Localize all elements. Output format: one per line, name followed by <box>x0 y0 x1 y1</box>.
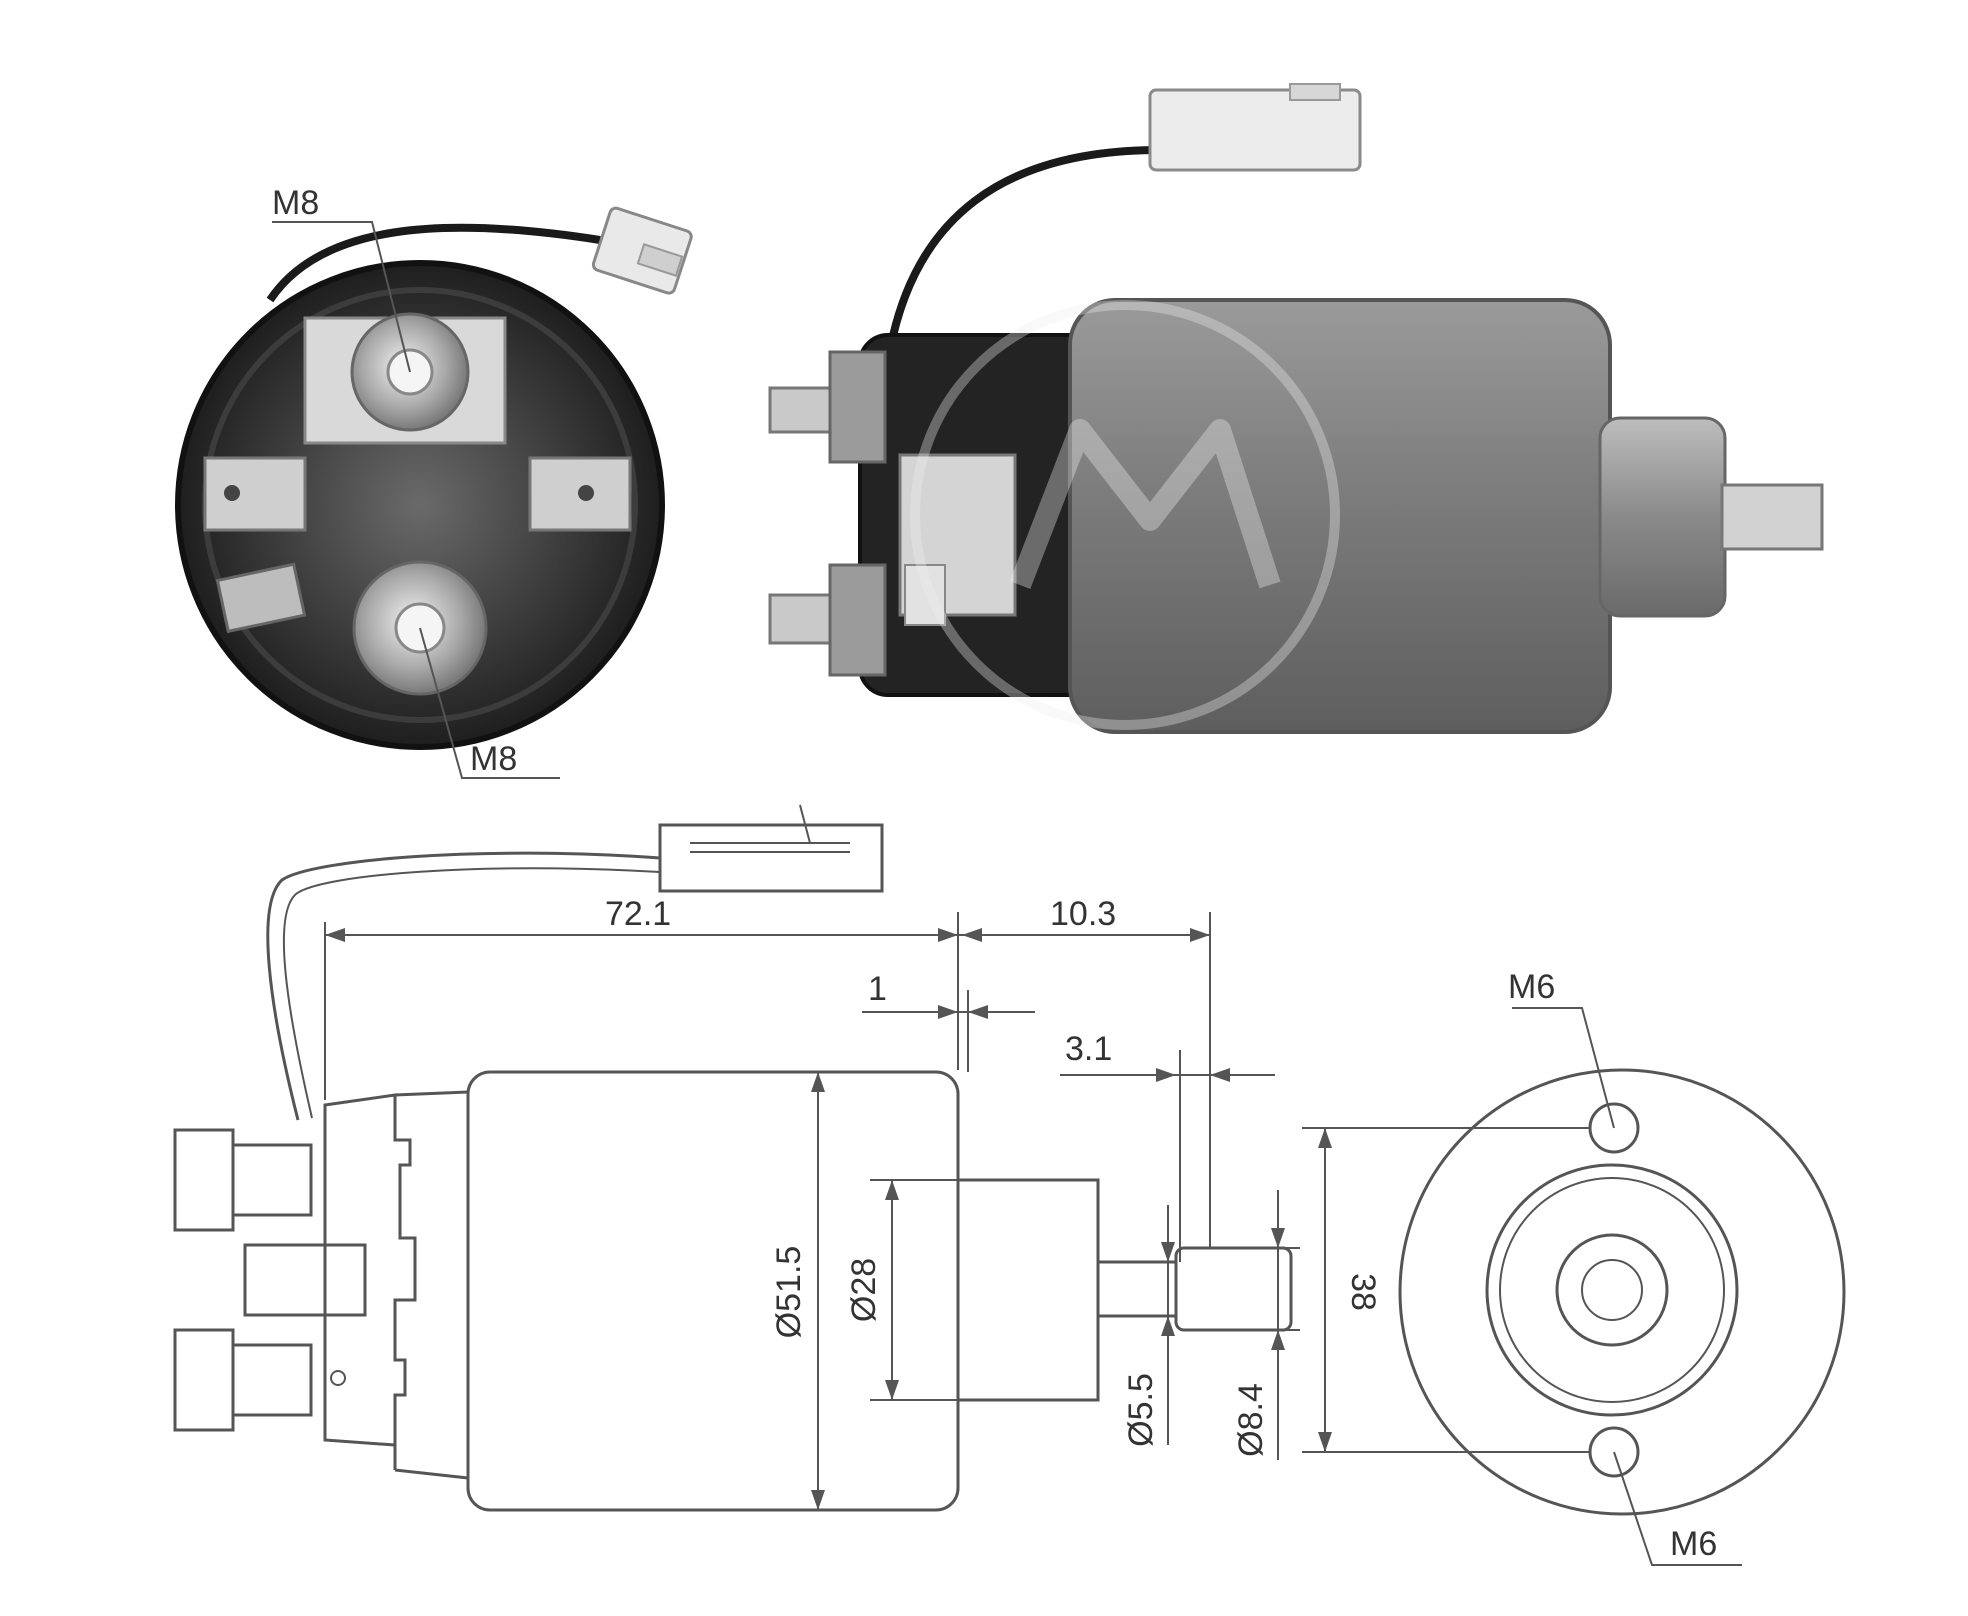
side-wire <box>886 146 1161 351</box>
top-terminal-leader <box>272 221 411 373</box>
mount-hole-top-label: M6 <box>1508 968 1555 1006</box>
watermark-logo <box>910 300 1340 730</box>
mount-hole-bottom-label: M6 <box>1670 1525 1717 1563</box>
top-terminal-label: M8 <box>272 184 319 222</box>
mount-hole-top-leader <box>1512 1007 1615 1129</box>
end-cap-lower-tab <box>215 562 307 634</box>
end-cap-tab-left-hole <box>224 485 240 501</box>
front-ring-outer <box>1485 1163 1739 1417</box>
side-upper-stud <box>768 350 887 464</box>
drawing-bracket <box>243 1243 367 1317</box>
drawing-lower-nut <box>173 1328 235 1432</box>
dim-plunger-extension: 10.3 <box>1050 895 1116 933</box>
end-cap-tab-left <box>203 456 307 532</box>
drawing-upper-stud <box>231 1143 313 1217</box>
bottom-terminal-label: M8 <box>470 740 517 778</box>
dim-flange-gap: 1 <box>868 970 887 1008</box>
end-view-photo: M8 M8 <box>175 184 693 779</box>
drawing-lower-stud <box>231 1343 313 1417</box>
front-ring-inner <box>1499 1177 1725 1403</box>
technical-drawing-side: 72.1 10.3 1 3.1 Ø51.5 Ø28 <box>173 804 1300 1512</box>
dim-shaft-diameter: Ø5.5 <box>1122 1373 1160 1447</box>
front-hub-inner <box>1581 1259 1643 1321</box>
drawing-boss <box>956 1178 1100 1402</box>
front-hub-outer <box>1555 1233 1669 1347</box>
technical-drawing-front: 38 M6 M6 <box>1302 968 1846 1566</box>
drawing-connector <box>658 823 884 893</box>
dim-hole-spacing: 38 <box>1344 1273 1382 1311</box>
mount-hole-bottom-leader <box>1613 1451 1742 1566</box>
drawing-wire-inner <box>282 867 661 1119</box>
drawing-wire <box>266 851 661 1121</box>
side-view-photo <box>768 83 1824 734</box>
side-terminal-bracket-tab <box>904 564 946 626</box>
side-boss <box>1598 416 1727 618</box>
front-outer-circle <box>1398 1068 1846 1516</box>
drawing-shaft <box>1096 1260 1178 1318</box>
end-cap-wire <box>266 223 601 303</box>
dim-boss-diameter: Ø28 <box>845 1258 883 1322</box>
drawing-upper-nut <box>173 1128 235 1232</box>
drawing-tip <box>1174 1246 1293 1332</box>
drawing-main-body <box>466 1070 960 1512</box>
dim-body-diameter: Ø51.5 <box>770 1246 808 1339</box>
end-cap-tab-right-hole <box>578 485 594 501</box>
drawing-terminal-block <box>323 1093 417 1447</box>
dim-tip-diameter: Ø8.4 <box>1232 1383 1270 1457</box>
dim-shaft-step: 3.1 <box>1065 1030 1112 1068</box>
side-plunger <box>1720 483 1824 551</box>
side-connector <box>1148 83 1362 172</box>
bottom-terminal-leader <box>419 627 560 779</box>
end-cap-connector <box>591 206 693 295</box>
end-cap-housing <box>175 260 665 750</box>
dim-overall-length: 72.1 <box>605 895 671 933</box>
side-lower-stud <box>768 563 887 677</box>
